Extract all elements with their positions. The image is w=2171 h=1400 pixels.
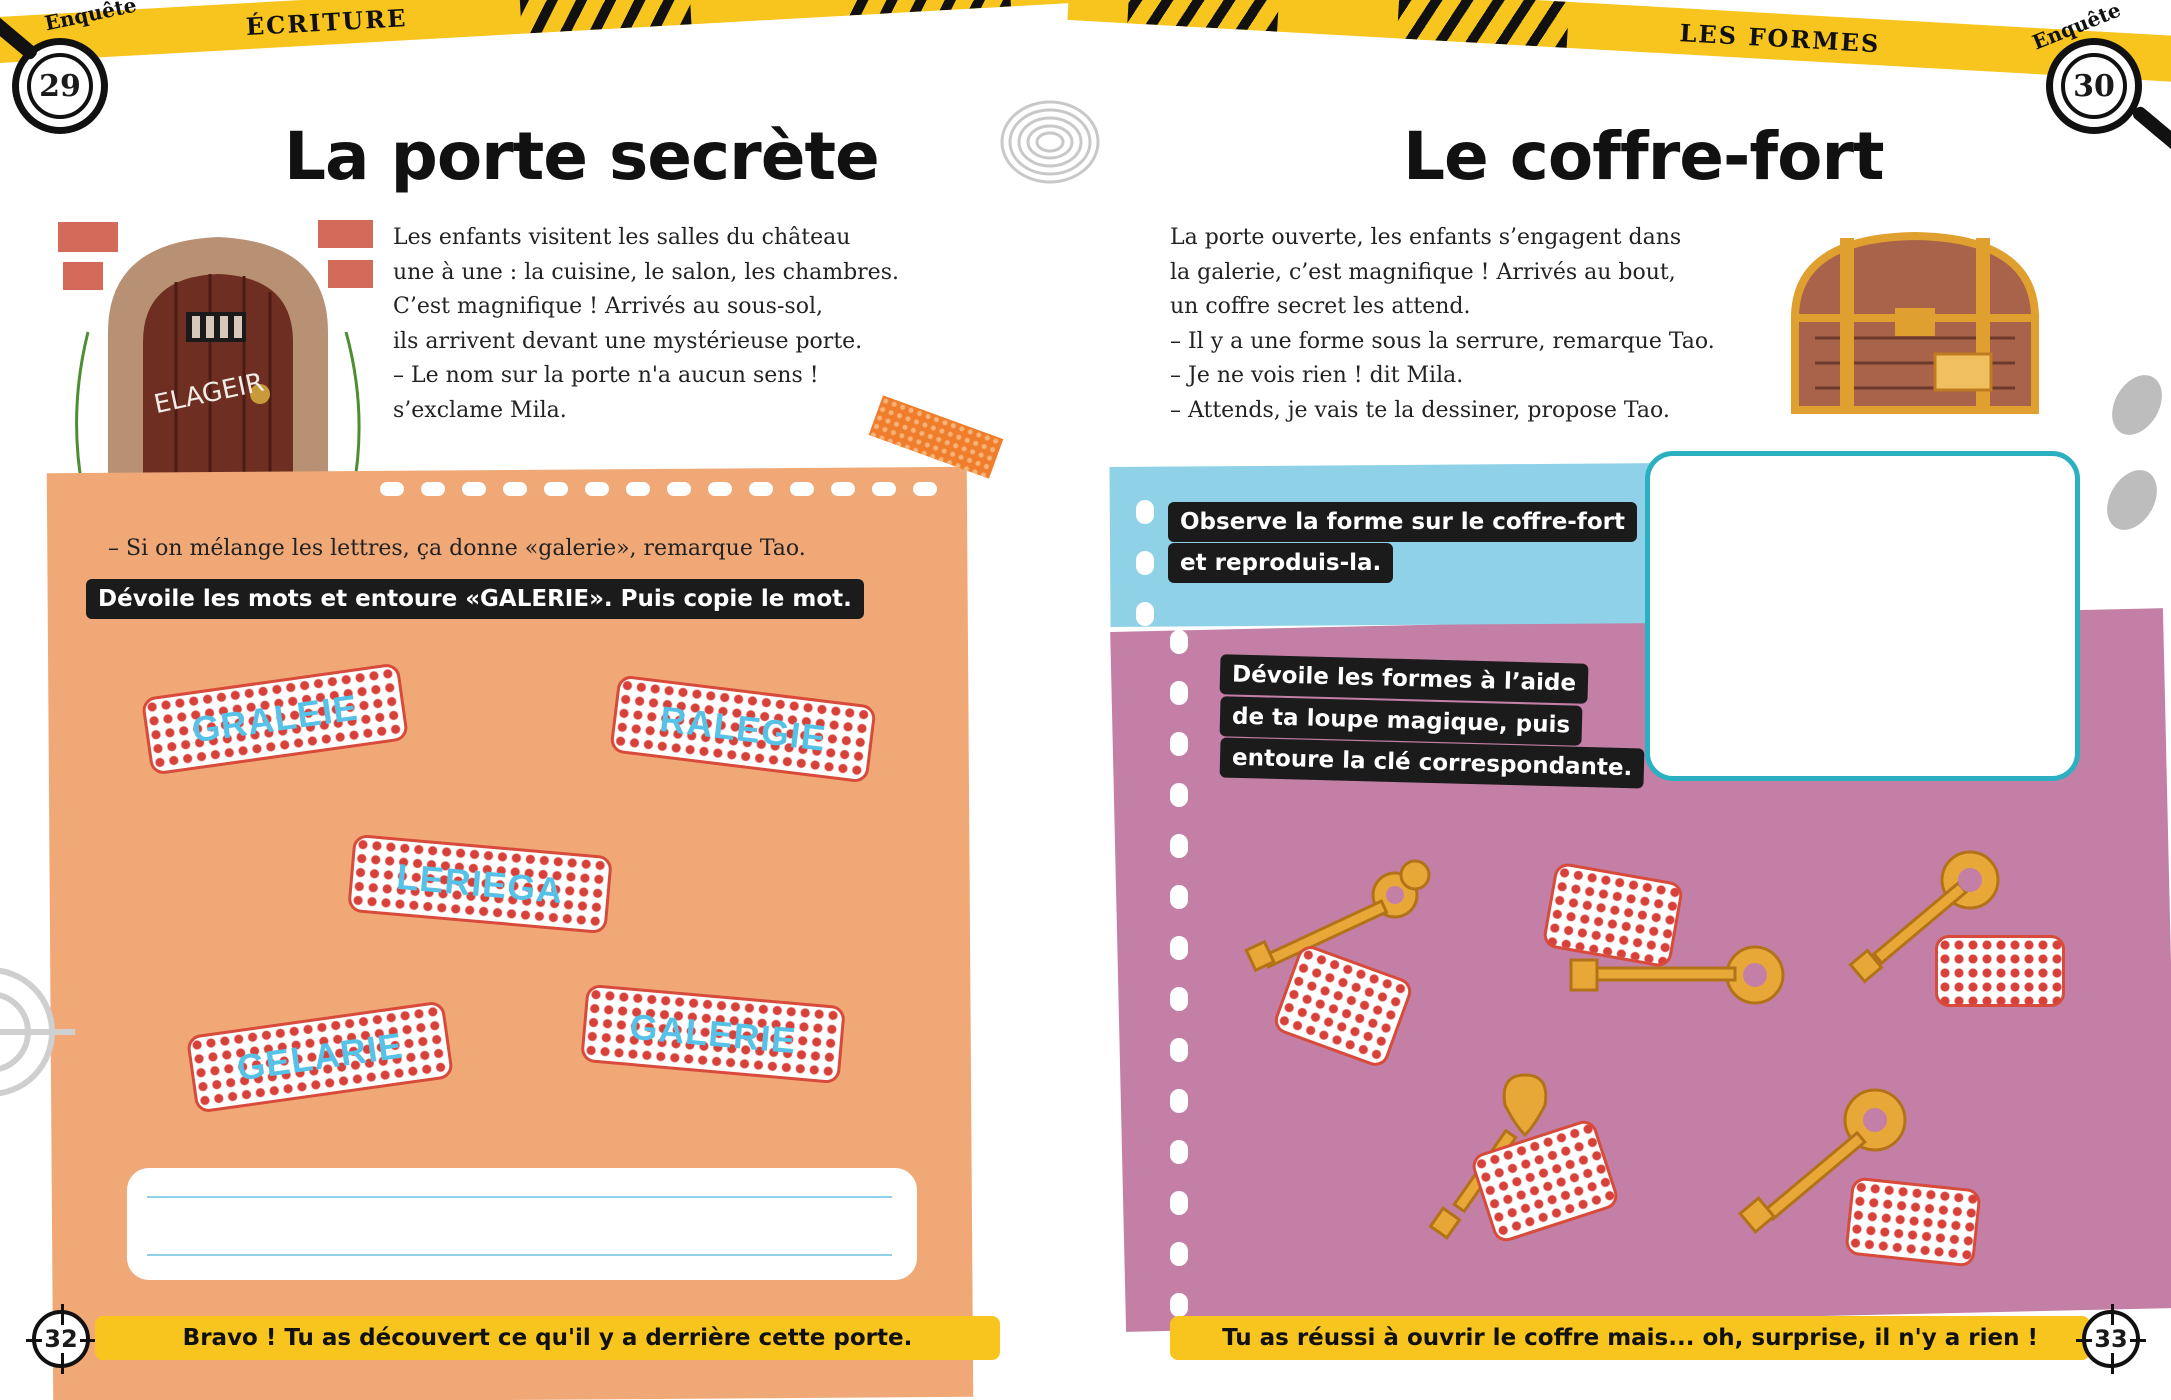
- story-text-right: La porte ouverte, les enfants s’engagent…: [1170, 221, 1715, 428]
- magnifier-badge-right: 30: [2046, 38, 2142, 134]
- dialogue-text: – Si on mélange les lettres, ça donne «g…: [108, 536, 806, 561]
- story-line: un coffre secret les attend.: [1170, 294, 1471, 319]
- story-line: ils arrivent devant une mystérieuse port…: [393, 328, 863, 354]
- story-line: s’exclame Mila.: [393, 397, 567, 423]
- page-title-left: La porte secrète: [284, 118, 880, 195]
- section-label-formes: LES FORMES: [1678, 18, 1882, 59]
- story-line: – Je ne vois rien ! dit Mila.: [1170, 363, 1464, 388]
- page-number-right: 33: [2076, 1304, 2146, 1374]
- key-icon[interactable]: [1735, 1075, 1925, 1245]
- story-line: – Le nom sur la porte n'a aucun sens !: [393, 363, 819, 388]
- story-line: une à une : la cuisine, le salon, les ch…: [393, 259, 899, 285]
- crosshair-icon: [0, 967, 75, 1097]
- badge-number-right: 30: [2061, 53, 2127, 119]
- instruction-observe: Observe la forme sur le coffre-fort: [1168, 502, 1637, 542]
- page-number-text: 32: [42, 1325, 80, 1353]
- treasure-chest-illustration: [1790, 231, 2040, 414]
- key-shape-plaster[interactable]: [1844, 1176, 1982, 1268]
- key-icon[interactable]: [1240, 850, 1440, 1020]
- scrambled-word: GELARIE: [234, 1024, 406, 1089]
- magnifier-handle-icon: [2130, 104, 2171, 154]
- caution-tape-left: ÉCRITURE: [0, 0, 1101, 64]
- scrambled-word: GRALEIE: [189, 686, 361, 751]
- footprint-icon: [2107, 375, 2162, 530]
- secret-door-illustration: ELAGEIR: [58, 220, 373, 506]
- magnifier-badge-left: 29: [12, 38, 108, 134]
- story-line: C’est magnifique ! Arrivés au sous-sol,: [393, 294, 823, 319]
- story-line: La porte ouverte, les enfants s’engagent…: [1170, 225, 1682, 250]
- drawing-area[interactable]: [1645, 451, 2080, 781]
- key-icon[interactable]: [1845, 835, 2015, 1005]
- instruction-left: Dévoile les mots et entoure «GALERIE». P…: [86, 579, 864, 619]
- key-shape-plaster[interactable]: [1935, 935, 2065, 1007]
- caution-tape-right: LES FORMES: [1067, 0, 2171, 84]
- footer-banner-right: Tu as réussi à ouvrir le coffre mais... …: [1170, 1316, 2090, 1360]
- fingerprint-icon: [1000, 100, 1100, 184]
- story-line: – Il y a une forme sous la serrure, rema…: [1170, 328, 1715, 354]
- section-label-ecriture: ÉCRITURE: [245, 3, 409, 42]
- story-text-left: Les enfants visitent les salles du châte…: [393, 221, 899, 428]
- scrambled-word: GALERIE: [628, 1005, 799, 1062]
- key-icon[interactable]: [1565, 930, 1795, 1020]
- story-line: Les enfants visitent les salles du châte…: [393, 225, 851, 250]
- copy-answer-field[interactable]: [127, 1168, 917, 1280]
- page-title-right: Le coffre-fort: [1403, 118, 1885, 195]
- page-number-text: 33: [2092, 1325, 2130, 1353]
- story-line: – Attends, je vais te la dessiner, propo…: [1170, 397, 1670, 423]
- page-number-left: 32: [26, 1304, 96, 1374]
- instruction-observe: et reproduis-la.: [1168, 543, 1394, 583]
- note-perforations: [1170, 630, 1188, 1317]
- scrambled-word: RALEGIE: [657, 697, 829, 760]
- badge-number-left: 29: [27, 53, 93, 119]
- footer-banner-left: Bravo ! Tu as découvert ce qu'il y a der…: [95, 1316, 1000, 1360]
- note-perforations: [380, 482, 937, 496]
- note-perforations: [1136, 500, 1154, 626]
- story-line: la galerie, c’est magnifique ! Arrivés a…: [1170, 259, 1676, 285]
- scrambled-word: LERIEGA: [395, 855, 566, 912]
